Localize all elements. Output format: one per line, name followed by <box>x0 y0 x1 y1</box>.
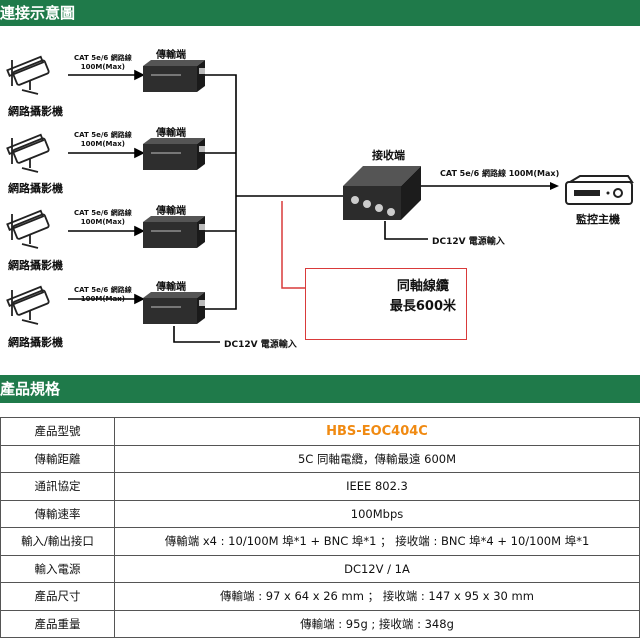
spec-value: 100Mbps <box>114 499 640 528</box>
connection-diagram-header: 連接示意圖 <box>0 0 640 26</box>
spec-key: 輸入電源 <box>0 554 115 583</box>
transmitter-label: 傳輸端 <box>156 50 186 61</box>
spec-value: DC12V / 1A <box>114 554 640 583</box>
spec-key: 通訊協定 <box>0 472 115 501</box>
camera-label: 網路攝影機 <box>8 336 63 349</box>
receiver-label: 接收端 <box>372 149 405 162</box>
output-cable-label: CAT 5e/6 網路線 100M(Max) <box>440 169 560 178</box>
coax-text: 同軸線纜 最長600米 <box>389 279 456 314</box>
transmitter-icon <box>143 60 205 324</box>
section-title: 產品規格 <box>0 380 61 398</box>
camera-label: 網路攝影機 <box>8 259 63 272</box>
diagram-lines <box>6 55 634 343</box>
dc-input-label: DC12V 電源輸入 <box>224 340 297 350</box>
transmitter-label: 傳輸端 <box>156 128 186 139</box>
camera-label: 網路攝影機 <box>8 182 63 195</box>
coax-callout: 同軸線纜 最長600米 <box>305 268 467 340</box>
host-dvr-icon <box>565 175 634 205</box>
spec-value: 傳輸端 : 95g ; 接收端 : 348g <box>114 609 640 638</box>
spec-key: 傳輸距離 <box>0 444 115 473</box>
transmitter-label: 傳輸端 <box>156 282 186 293</box>
table-row: 產品尺寸傳輸端 : 97 x 64 x 26 mm ； 接收端 : 147 x … <box>0 582 640 611</box>
spec-key: 輸入/輸出接口 <box>0 527 115 556</box>
host-label: 監控主機 <box>576 213 620 226</box>
table-row: 產品重量傳輸端 : 95g ; 接收端 : 348g <box>0 609 640 638</box>
spec-value: 傳輸端 x4 : 10/100M 埠*1 + BNC 埠*1 ； 接收端 : B… <box>114 527 640 556</box>
spec-key: 傳輸速率 <box>0 499 115 528</box>
receiver-icon <box>343 166 421 220</box>
spec-key: 產品重量 <box>0 609 115 638</box>
table-row: 輸入/輸出接口傳輸端 x4 : 10/100M 埠*1 + BNC 埠*1 ； … <box>0 527 640 556</box>
spec-value: 傳輸端 : 97 x 64 x 26 mm ； 接收端 : 147 x 95 x… <box>114 582 640 611</box>
spec-key: 產品型號 <box>0 417 115 446</box>
section-title: 連接示意圖 <box>0 4 76 22</box>
spec-value: IEEE 802.3 <box>114 472 640 501</box>
camera-label: 網路攝影機 <box>8 105 63 118</box>
spec-value: 5C 同軸電纜，傳輸最遠 600M <box>114 444 640 473</box>
spec-key: 產品尺寸 <box>0 582 115 611</box>
spec-value: HBS-EOC404C <box>114 417 640 446</box>
transmitter-label: 傳輸端 <box>156 206 186 217</box>
camera-icon <box>6 55 50 325</box>
spec-header: 產品規格 <box>0 375 640 403</box>
dc-input-label: DC12V 電源輸入 <box>432 237 505 247</box>
